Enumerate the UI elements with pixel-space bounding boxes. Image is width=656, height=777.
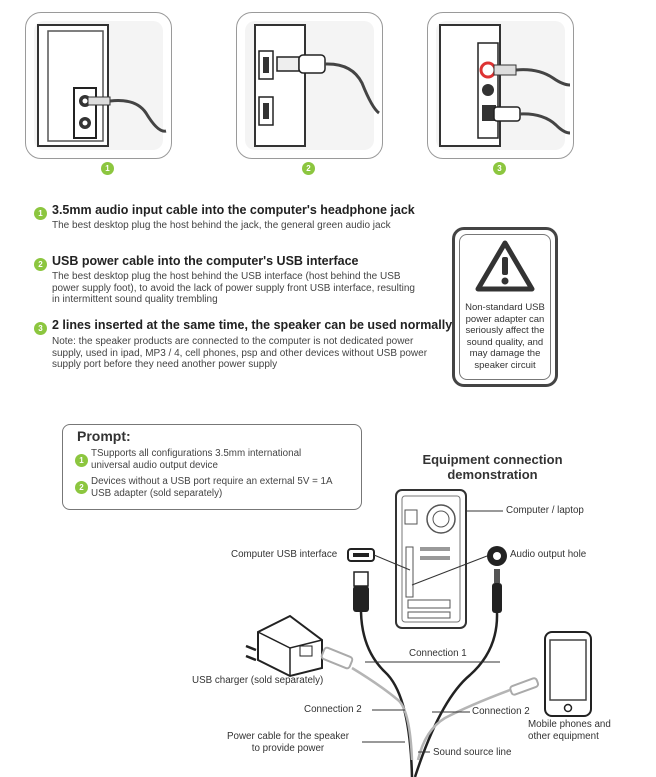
step-2-description: The best desktop plug the host behind th… [52,271,415,305]
computer-label: Computer / laptop [506,505,584,516]
computer-tower-icon [395,489,467,629]
step-number-2: 2 [34,258,47,271]
usb-charger-icon [245,614,323,678]
prompt-title: Prompt: [77,428,131,444]
panel-number-3: 3 [493,162,506,175]
panel-usb-port [236,12,383,159]
connection-2-right-label: Connection 2 [472,706,530,717]
panel-number-1: 1 [101,162,114,175]
warning-box: Non-standard USB power adapter can serio… [452,227,558,387]
prompt-item-1: TSupports all configurations 3.5mm inter… [91,448,302,471]
step-number-1: 1 [34,207,47,220]
mobile-phone-icon [544,631,592,717]
step-2-title: USB power cable into the computer's USB … [52,254,359,268]
connection-1-label: Connection 1 [409,648,467,659]
step-1-description: The best desktop plug the host behind th… [52,220,391,231]
warning-icon [475,240,535,292]
step-number-3: 3 [34,322,47,335]
panel-number-2: 2 [302,162,315,175]
panel-both-connected [427,12,574,159]
panel-headphone-jack [25,12,172,159]
usb-charger-label: USB charger (sold separately) [192,675,324,686]
prompt-number-1: 1 [75,454,88,467]
step-3-description: Note: the speaker products are connected… [52,336,428,370]
usb-interface-label: Computer USB interface [231,549,338,560]
audio-output-label: Audio output hole [510,549,587,560]
prompt-box: Prompt: 1 TSupports all configurations 3… [62,424,362,510]
diagram-title: Equipment connection demonstration [422,452,563,482]
prompt-item-2: Devices without a USB port require an ex… [91,476,333,499]
connection-2-left-label: Connection 2 [304,704,362,715]
warning-text: Non-standard USB power adapter can serio… [465,302,545,371]
mobile-devices-label: Mobile phones and other equipment [528,719,611,742]
prompt-number-2: 2 [75,481,88,494]
power-cable-label: Power cable for the speaker to provide p… [227,731,349,754]
step-1-title: 3.5mm audio input cable into the compute… [52,203,415,217]
step-3-title: 2 lines inserted at the same time, the s… [52,318,457,332]
sound-source-label: Sound source line [433,747,512,758]
